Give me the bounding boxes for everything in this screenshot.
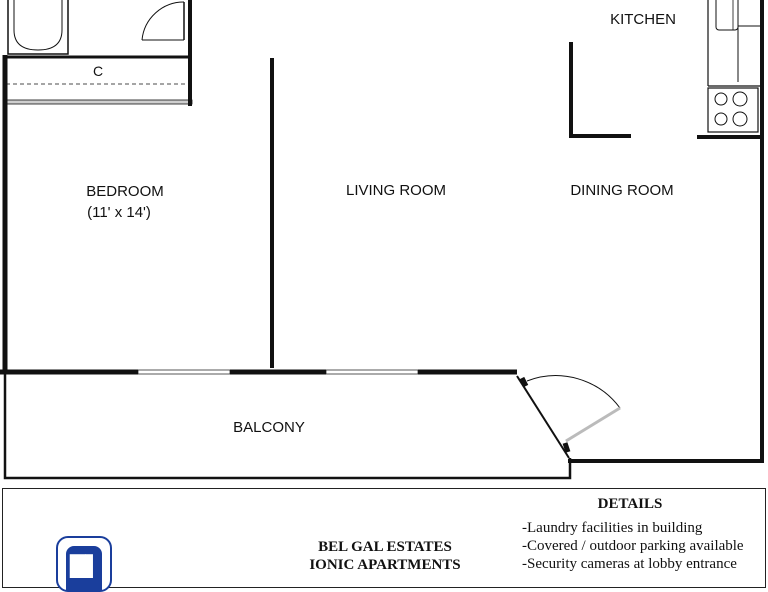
balcony-outline — [3, 374, 572, 480]
balcony-label: BALCONY — [233, 419, 305, 436]
details-list: -Laundry facilities in building -Covered… — [522, 519, 744, 573]
details-title: DETAILS — [597, 496, 663, 512]
kitchen-counter — [707, 0, 760, 87]
bathroom-door — [141, 1, 185, 41]
info-panel — [2, 488, 766, 588]
building-name: IONIC APARTMENTS — [309, 557, 461, 573]
bedroom-size: (11' x 14') — [87, 204, 151, 221]
company-logo: █▌ — [56, 536, 112, 592]
floor-plan: KITCHEN C BEDROOM (11' x 14') LIVING ROO… — [0, 0, 764, 480]
kitchen-wall — [569, 42, 631, 138]
balcony-door — [519, 375, 621, 453]
stove — [707, 87, 759, 133]
company-name-block: BEL GAL ESTATES IONIC APARTMENTS — [270, 538, 500, 574]
closet — [5, 0, 193, 106]
kitchen-label: KITCHEN — [610, 11, 676, 28]
elephant-icon: █▌ — [70, 554, 101, 578]
bathtub — [7, 0, 69, 55]
balcony-diagonal — [516, 375, 570, 459]
details-item: -Security cameras at lobby entrance — [522, 556, 737, 572]
dining-room-label: DINING ROOM — [570, 182, 673, 199]
details-item: -Covered / outdoor parking available — [522, 538, 744, 554]
company-name: BEL GAL ESTATES — [318, 539, 452, 555]
closet-label: C — [93, 63, 103, 79]
bedroom-label: BEDROOM — [86, 183, 164, 200]
balcony-wall — [0, 369, 517, 375]
details-item: -Laundry facilities in building — [522, 520, 703, 536]
living-room-label: LIVING ROOM — [346, 182, 446, 199]
